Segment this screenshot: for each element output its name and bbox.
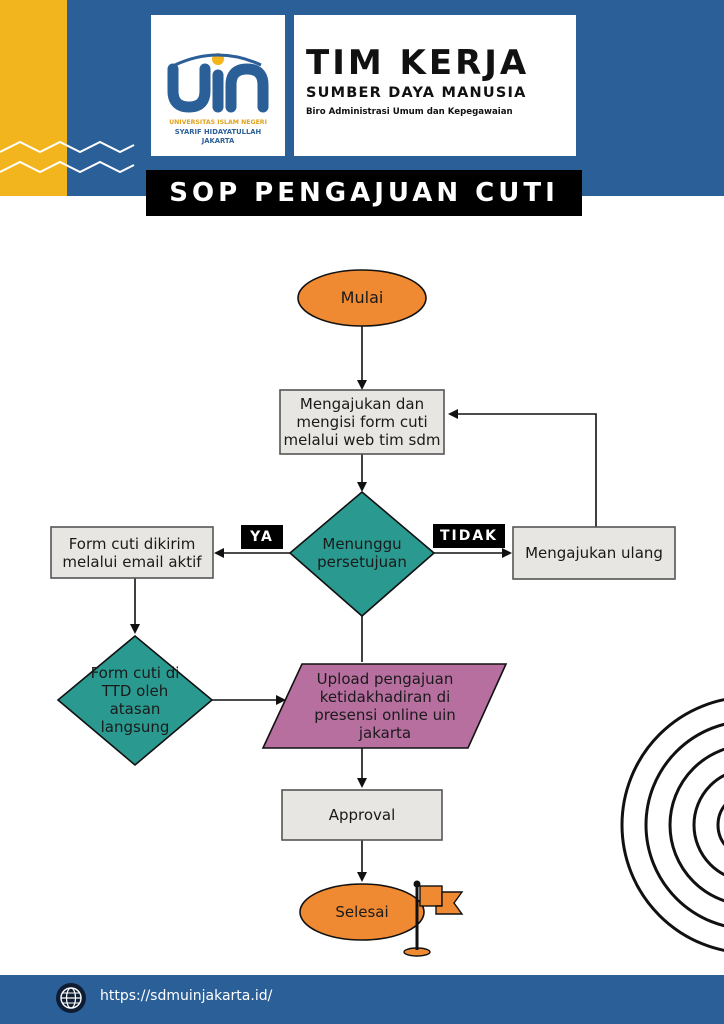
sign-decision	[56, 634, 214, 767]
title-panel: TIM KERJA SUMBER DAYA MANUSIA Biro Admin…	[294, 15, 576, 156]
start-terminal	[297, 269, 427, 327]
footer-bar	[0, 975, 724, 1024]
globe-icon	[56, 983, 86, 1013]
page-title: TIM KERJA	[306, 43, 530, 83]
email-label: Form cuti dikirim melalui email aktif	[62, 534, 202, 571]
logo-line-3: JAKARTA	[201, 137, 235, 145]
sign-label: Form cuti di TTD oleh atasan langsung	[90, 664, 180, 736]
connectors	[130, 326, 597, 882]
page-subtitle-2: Biro Administrasi Umum dan Kepegawaian	[306, 107, 513, 117]
end-label: Selesai	[335, 903, 389, 921]
end-terminal	[299, 883, 425, 941]
footer-url-link[interactable]: https://sdmuinjakarta.id/	[100, 988, 273, 1004]
email-process-box	[50, 526, 214, 579]
reapply-process-box	[512, 526, 676, 580]
wait-label: Menunggu persetujuan	[317, 535, 407, 571]
approval-label: Approval	[328, 806, 396, 824]
no-branch-label: TIDAK	[433, 524, 505, 548]
upload-data-shape	[261, 663, 508, 749]
yes-branch-label: YA	[241, 525, 283, 549]
reapply-label: Mengajukan ulang	[525, 544, 663, 562]
flag-icon	[403, 880, 464, 957]
sop-banner: SOP PENGAJUAN CUTI	[146, 170, 582, 216]
logo-line-1: UNIVERSITAS ISLAM NEGERI	[169, 119, 267, 126]
uin-logo: UNIVERSITAS ISLAM NEGERI SYARIF HIDAYATU…	[151, 15, 285, 156]
wait-decision	[288, 490, 436, 618]
page-subtitle: SUMBER DAYA MANUSIA	[306, 85, 527, 101]
zigzag-decoration	[0, 140, 135, 174]
apply-label: Mengajukan dan mengisi form cuti melalui…	[283, 395, 441, 449]
apply-process-box	[279, 389, 445, 455]
approval-process-box	[281, 789, 443, 841]
upload-label: Upload pengajuan ketidakhadiran di prese…	[314, 670, 456, 742]
concentric-circles-decoration	[620, 698, 724, 952]
uin-logo-mark	[167, 53, 269, 113]
start-label: Mulai	[340, 288, 384, 308]
logo-line-2: SYARIF HIDAYATULLAH	[174, 128, 262, 136]
